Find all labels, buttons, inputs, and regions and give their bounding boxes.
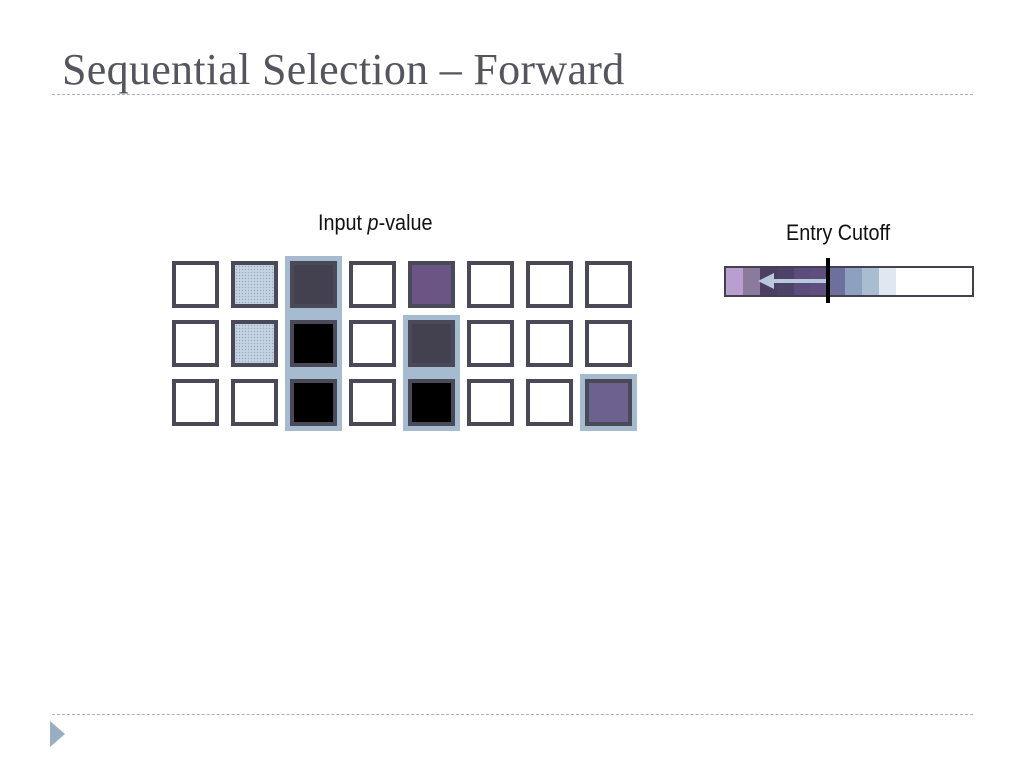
- cutoff-marker-line: [826, 258, 830, 303]
- footer-divider: [52, 714, 973, 715]
- grid-cell: [349, 379, 396, 426]
- grid-cell: [408, 379, 455, 426]
- grid-cell: [585, 261, 632, 308]
- slide-title: Sequential Selection – Forward: [62, 45, 625, 94]
- input-label-p: p: [367, 210, 379, 235]
- cutoff-bar-segment: [862, 268, 879, 295]
- cutoff-bar-segment: [726, 268, 743, 295]
- entry-cutoff-label: Entry Cutoff: [786, 220, 891, 245]
- play-triangle-icon: [50, 721, 65, 747]
- grid-cell: [408, 320, 455, 367]
- grid-cell: [231, 379, 278, 426]
- grid-cell: [408, 261, 455, 308]
- input-label-prefix: Input: [318, 210, 368, 235]
- cutoff-bar-segment: [879, 268, 896, 295]
- grid-cell: [231, 261, 278, 308]
- grid-cell: [172, 379, 219, 426]
- entry-cutoff-bar: [724, 266, 974, 297]
- input-label-suffix: -value: [378, 210, 433, 235]
- cutoff-bar-segment: [743, 268, 760, 295]
- grid-cell: [585, 379, 632, 426]
- grid-cell: [526, 320, 573, 367]
- grid-cell: [231, 320, 278, 367]
- grid-cell: [526, 379, 573, 426]
- grid-cell: [585, 320, 632, 367]
- cutoff-bar-segment: [845, 268, 862, 295]
- grid-cell: [467, 379, 514, 426]
- cutoff-arrow-shaft: [772, 279, 826, 283]
- grid-cell: [290, 320, 337, 367]
- grid-cell: [467, 261, 514, 308]
- p-value-grid: [167, 256, 639, 432]
- cutoff-bar-segment: [896, 268, 972, 295]
- grid-cell: [349, 261, 396, 308]
- left-arrow-icon: [758, 273, 774, 289]
- grid-cell: [290, 261, 337, 308]
- title-divider: [52, 94, 973, 95]
- grid-cell: [467, 320, 514, 367]
- grid-cell: [172, 261, 219, 308]
- grid-cell: [349, 320, 396, 367]
- grid-cell: [290, 379, 337, 426]
- cutoff-bar-segment: [828, 268, 845, 295]
- grid-cell: [172, 320, 219, 367]
- input-p-value-label: Input p-value: [318, 210, 432, 236]
- grid-cell: [526, 261, 573, 308]
